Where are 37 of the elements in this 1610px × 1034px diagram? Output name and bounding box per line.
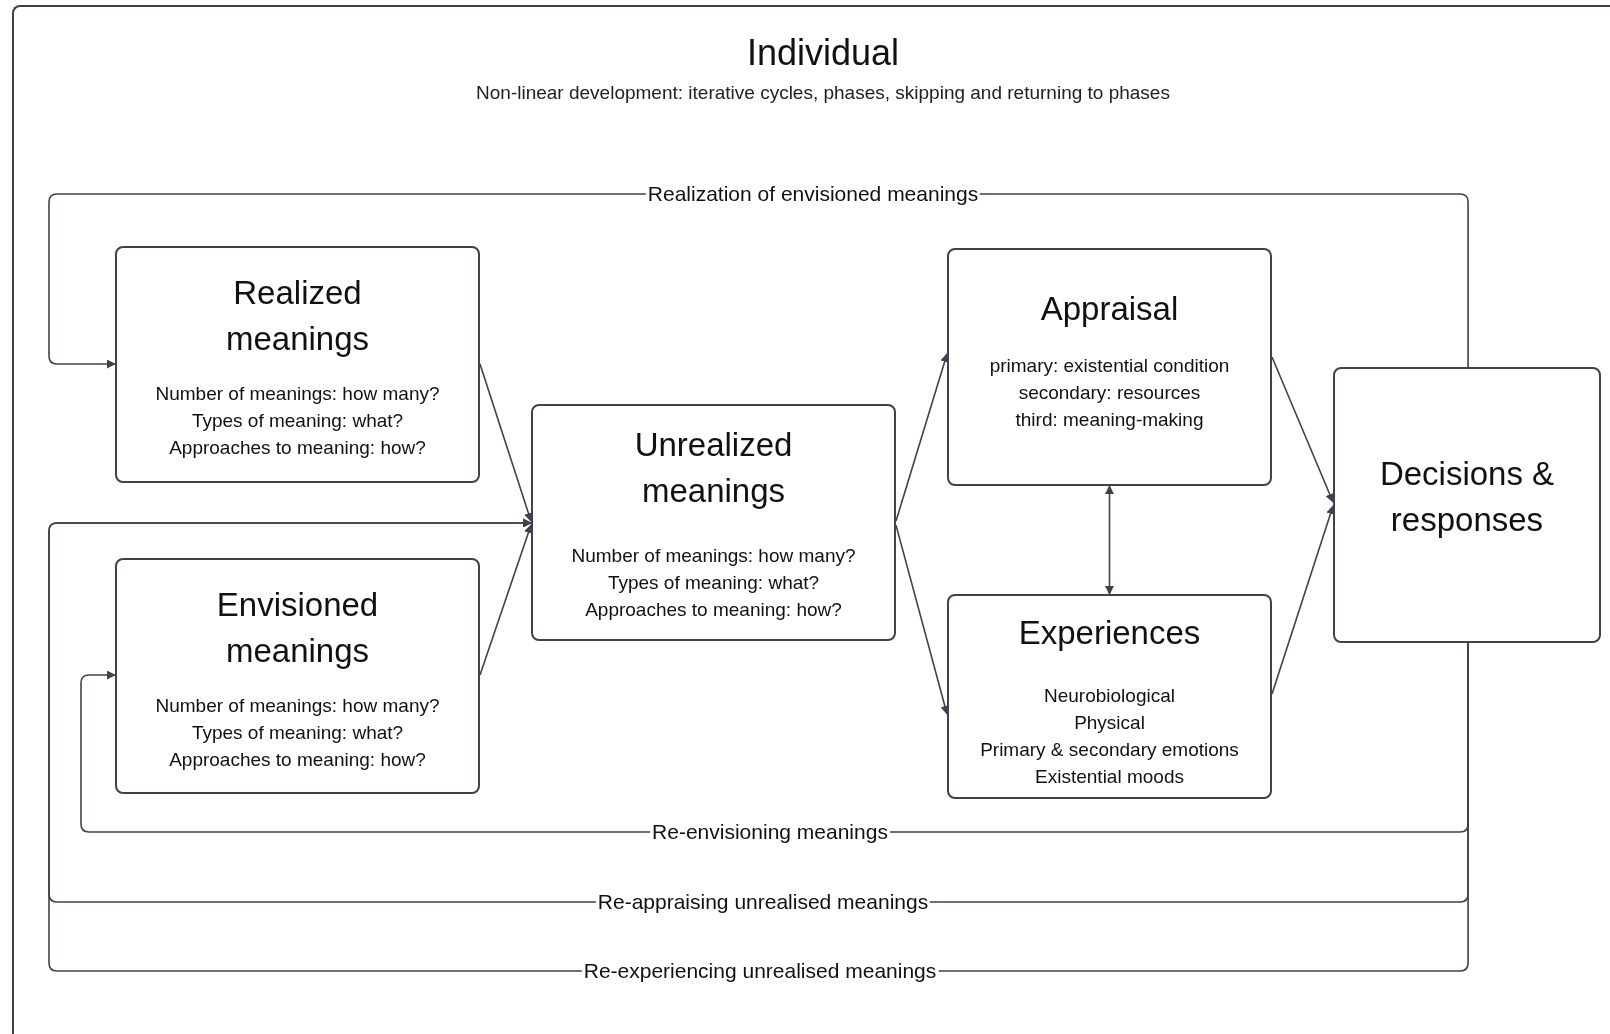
box-heading: Decisions & responses [1378,454,1556,540]
box-text-line: third: meaning-making [1015,408,1204,432]
box-text-line: Neurobiological [1044,684,1175,708]
box-text-line: Physical [1074,711,1145,735]
frame-subtitle: Non-linear development: iterative cycles, phases, skipping and returning to phases [475,81,1171,105]
process-box [531,404,896,641]
box-text-line: Types of meaning: what? [191,409,404,433]
box-text-line: Primary & secondary emotions [980,738,1239,762]
frame-title: Individual [745,33,901,73]
box-heading: Experiences [1017,613,1202,653]
arrow [1271,356,1334,503]
group-frame [12,5,1610,1034]
process-box [1333,367,1601,643]
box-heading: Envisioned meanings [215,585,380,671]
process-box [947,594,1272,799]
box-text-line: Approaches to meaning: how? [169,748,426,772]
arrow [479,524,533,676]
box-text-line: Approaches to meaning: how? [169,436,426,460]
box-text-line: Approaches to meaning: how? [585,598,842,622]
box-text-line: Number of meanings: how many? [155,694,440,718]
arrow [479,363,533,522]
box-heading: Realized meanings [224,273,371,359]
process-box [115,558,480,794]
box-heading: Appraisal [1039,289,1180,329]
box-text-line: Number of meanings: how many? [155,382,440,406]
box-heading: Unrealized meanings [633,425,794,511]
arrow [1105,485,1114,595]
box-text-line: Types of meaning: what? [191,721,404,745]
box-text-line: Existential moods [1035,765,1184,789]
process-box [115,246,480,483]
box-text-line: secondary: resources [1018,381,1201,405]
arrow [1271,505,1335,695]
process-box [947,248,1272,486]
box-text-line: Types of meaning: what? [607,571,820,595]
box-text-line: Number of meanings: how many? [571,544,856,568]
box-text-line: primary: existential condition [989,354,1230,378]
arrow [895,353,949,522]
